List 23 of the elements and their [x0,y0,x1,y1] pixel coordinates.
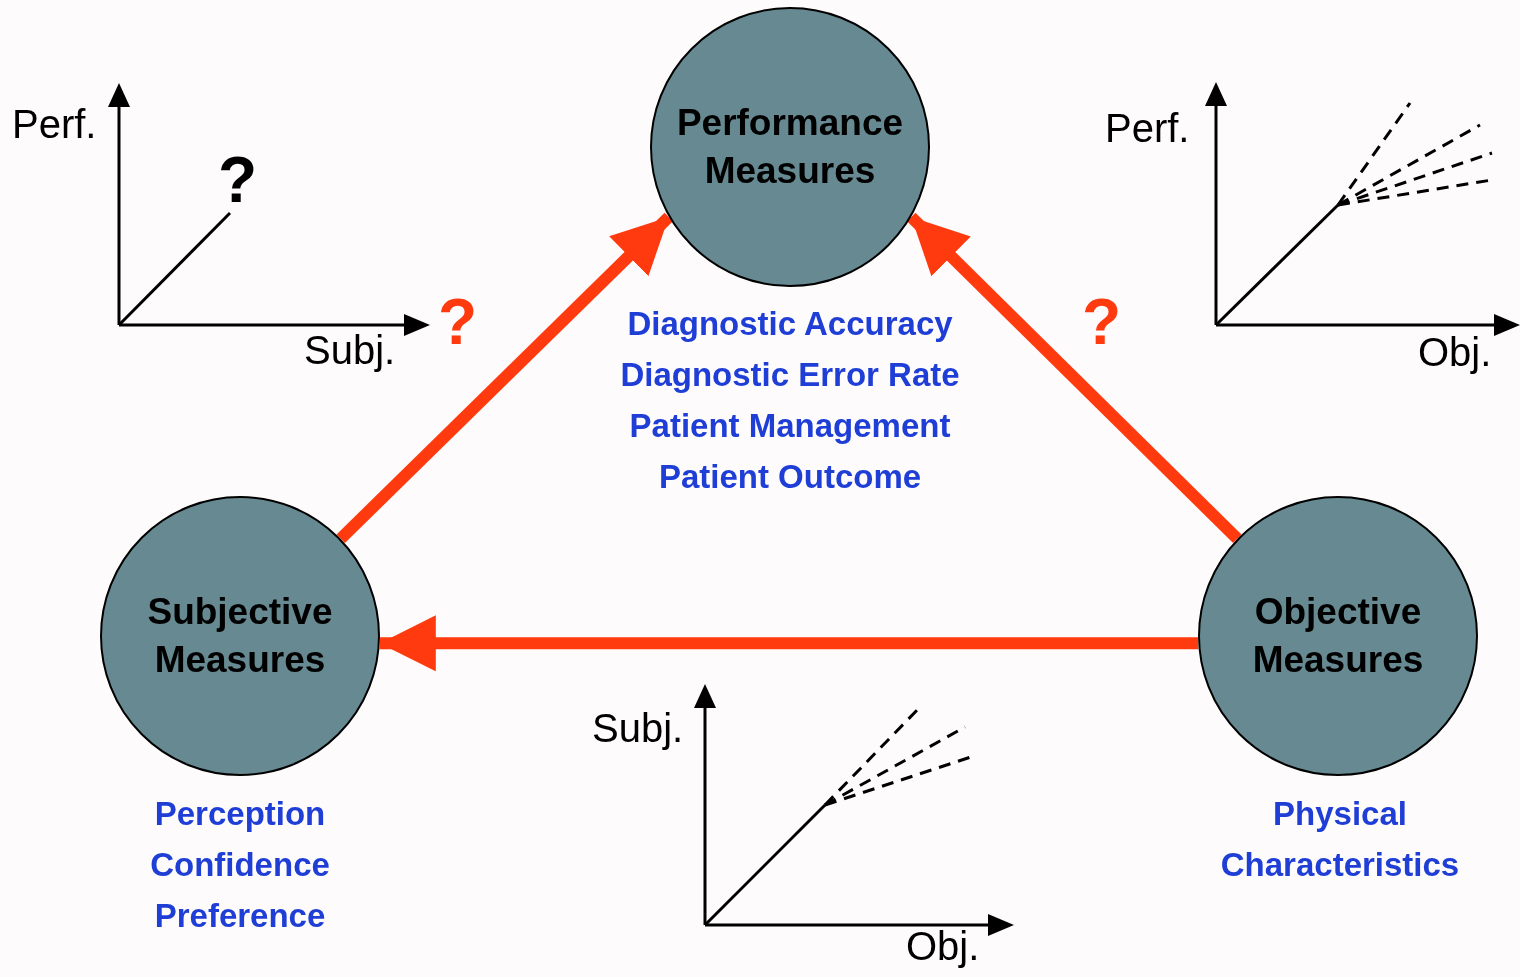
axis-label: Perf. [1105,108,1190,148]
arrow [336,212,673,544]
arrow [379,615,1199,672]
measure-list-item: Patient Outcome [658,457,922,497]
axis-label: Subj. [592,708,684,748]
measure-list-item: Diagnostic Accuracy [627,304,953,344]
measure-list-item: Perception [154,794,326,834]
edge-label: ? [438,290,478,354]
measure-list-item: Diagnostic Error Rate [620,355,960,395]
axis-label: ? [218,148,258,212]
measure-list-item: Preference [154,896,326,936]
measure-list-item: Patient Management [629,406,951,446]
axis-label: Subj. [304,330,396,370]
arrow [907,212,1242,543]
axis-label: Obj. [1418,332,1492,372]
axis-label: Obj. [906,926,980,966]
measure-list-item: Physical Characteristics [1219,794,1461,885]
node-title: Performance Measures [675,100,905,193]
node-title: Objective Measures [1251,589,1425,682]
axis-label: Perf. [12,104,97,144]
node-title: Subjective Measures [146,589,334,682]
measure-list-item: Confidence [150,845,330,885]
edge-label: ? [1082,290,1122,354]
